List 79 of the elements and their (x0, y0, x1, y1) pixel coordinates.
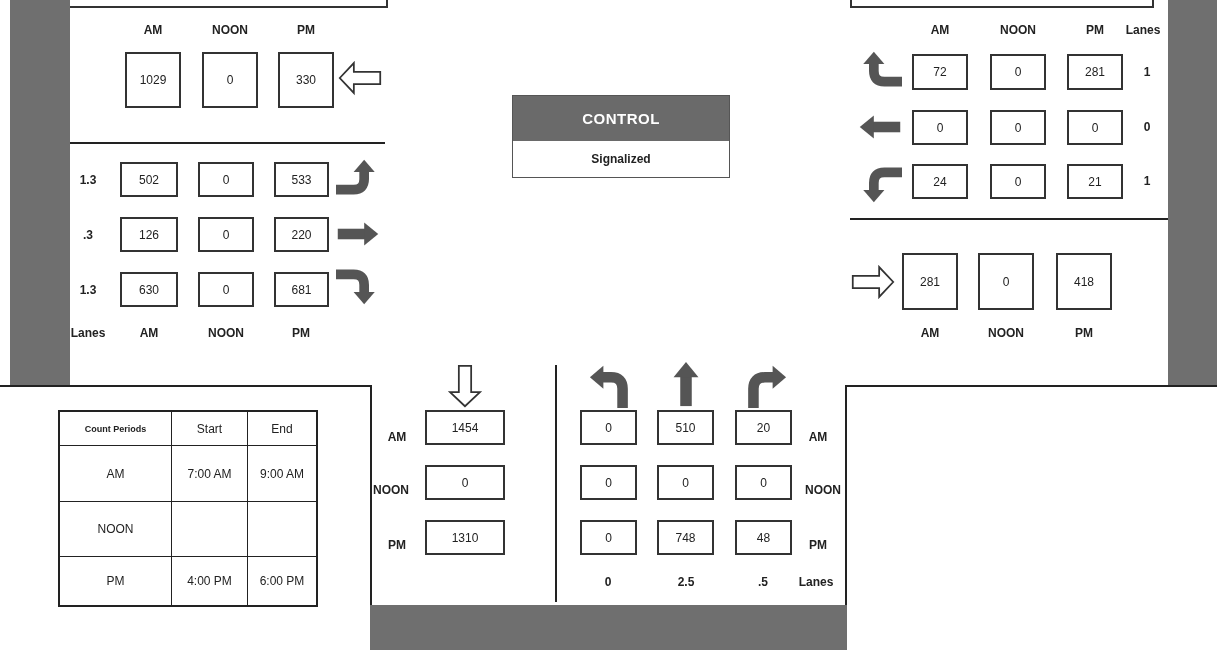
column-header: PM (1075, 326, 1093, 340)
lane-count: 1 (1143, 174, 1151, 188)
count-box: 0 (990, 54, 1046, 90)
count-box: 1454 (425, 410, 505, 445)
count-box: 0 (1067, 110, 1123, 145)
lane-count: .5 (758, 575, 768, 589)
count-box: 533 (274, 162, 329, 197)
count-box: 510 (657, 410, 714, 445)
count-box: 630 (120, 272, 178, 307)
column-header: NOON (988, 326, 1024, 340)
count-box: 24 (912, 164, 968, 199)
table-cell: 9:00 AM (248, 446, 316, 502)
column-header: Lanes (798, 575, 834, 589)
control-type: Signalized (590, 151, 652, 168)
count-box: 281 (902, 253, 958, 310)
count-box: 0 (978, 253, 1034, 310)
table-cell: Count Periods (60, 412, 172, 446)
column-header: PM (297, 23, 315, 37)
column-header: NOON (212, 23, 248, 37)
control-heading: CONTROL (513, 96, 729, 141)
count-box: 502 (120, 162, 178, 197)
count-box: 48 (735, 520, 792, 555)
table-cell: 4:00 PM (172, 557, 248, 605)
table-cell: AM (60, 446, 172, 502)
column-header: AM (139, 326, 159, 340)
count-box: 748 (657, 520, 714, 555)
count-box: 21 (1067, 164, 1123, 199)
lane-count: .3 (83, 228, 93, 242)
column-header: Lanes (70, 326, 106, 340)
column-header: AM (808, 430, 828, 444)
column-header: AM (930, 23, 950, 37)
table-cell: Start (172, 412, 248, 446)
lane-count: 0 (1143, 120, 1151, 134)
count-box: 0 (580, 410, 637, 445)
column-header: PM (388, 538, 406, 552)
count-box: 0 (735, 465, 792, 500)
count-box: 1029 (125, 52, 181, 108)
column-header: AM (143, 23, 163, 37)
table-cell-text: 6:00 PM (258, 573, 306, 590)
count-box: 0 (425, 465, 505, 500)
lane-count: 1 (1143, 65, 1151, 79)
count-box: 330 (278, 52, 334, 108)
count-box: 0 (198, 162, 254, 197)
count-box: 0 (580, 520, 637, 555)
count-box: 0 (198, 217, 254, 252)
lane-count: 1.3 (79, 283, 97, 297)
count-box: 681 (274, 272, 329, 307)
count-box: 0 (580, 465, 637, 500)
count-box: 281 (1067, 54, 1123, 90)
column-header: AM (920, 326, 940, 340)
count-box: 1310 (425, 520, 505, 555)
count-box: 72 (912, 54, 968, 90)
table-cell: NOON (60, 502, 172, 557)
column-header: Lanes (1125, 23, 1161, 37)
count-box: 0 (202, 52, 258, 108)
column-header: NOON (373, 483, 409, 497)
count-box: 20 (735, 410, 792, 445)
count-box: 126 (120, 217, 178, 252)
column-header: PM (1086, 23, 1104, 37)
lane-count: 2.5 (677, 575, 695, 589)
count-box: 418 (1056, 253, 1112, 310)
count-box: 0 (912, 110, 968, 145)
count-box: 0 (990, 164, 1046, 199)
lane-count: 0 (604, 575, 612, 589)
lane-count: 1.3 (79, 173, 97, 187)
column-header: NOON (805, 483, 841, 497)
table-cell: PM (60, 557, 172, 605)
control-box (512, 95, 730, 178)
column-header: PM (292, 326, 310, 340)
count-box: 0 (657, 465, 714, 500)
column-header: PM (809, 538, 827, 552)
table-cell: End (248, 412, 316, 446)
column-header: NOON (1000, 23, 1036, 37)
count-box: 0 (198, 272, 254, 307)
column-header: NOON (208, 326, 244, 340)
table-cell: 7:00 AM (172, 446, 248, 502)
count-box: 220 (274, 217, 329, 252)
column-header: AM (387, 430, 407, 444)
count-box: 0 (990, 110, 1046, 145)
